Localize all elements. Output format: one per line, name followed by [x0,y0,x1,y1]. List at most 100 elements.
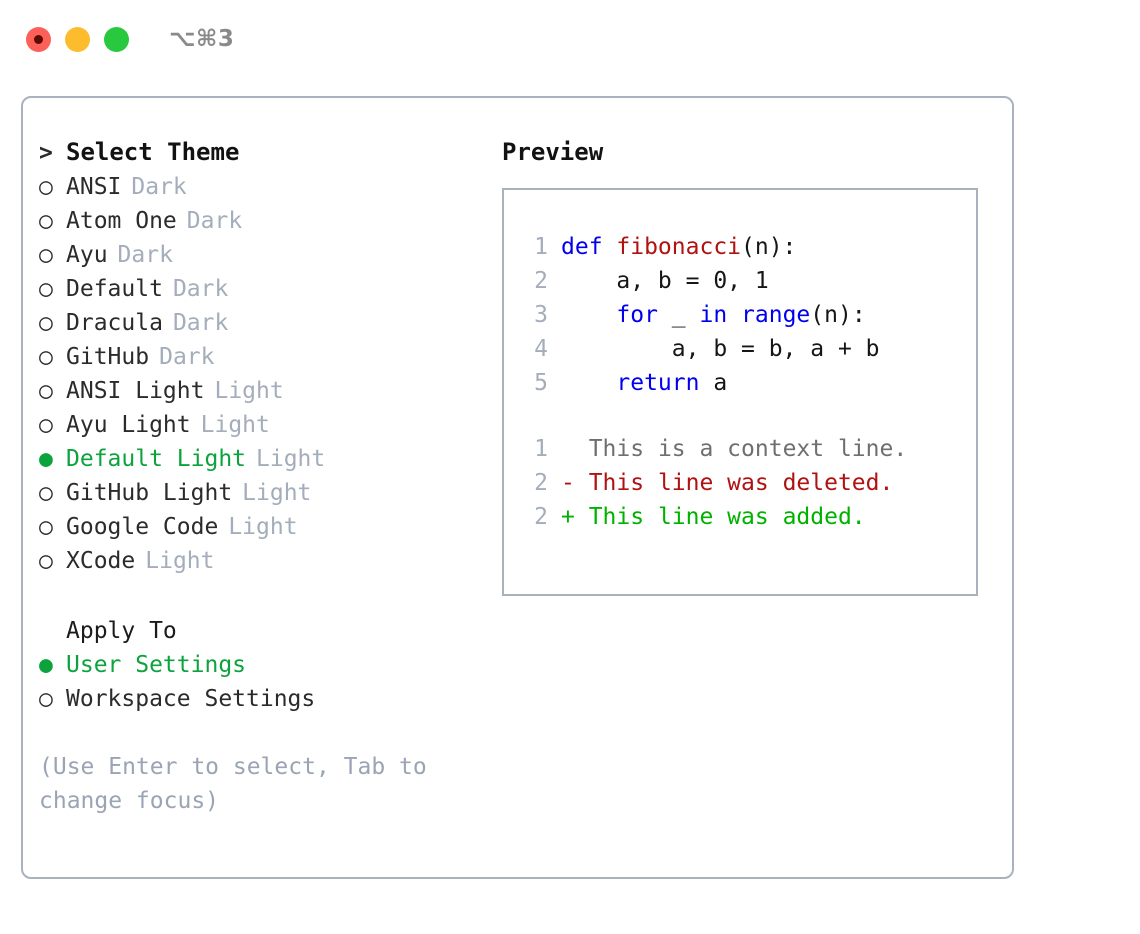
line-number: 1 [534,436,548,462]
title-bar: ⌥⌘3 [0,0,1140,78]
code-token: for [616,302,658,328]
theme-list-item[interactable]: ○ Google Code Light [39,514,479,548]
theme-category-label: Light [256,446,326,472]
radio-unselected-icon[interactable]: ○ [39,412,53,438]
apply-to-option[interactable]: ○ Workspace Settings [39,686,479,720]
code-token: a [699,370,728,396]
window-controls [26,26,129,52]
diff-sign: - [561,470,575,496]
theme-list-item[interactable]: ○ Atom One Dark [39,208,479,242]
theme-category-label: Light [242,480,312,506]
code-token: def [561,234,617,260]
theme-name-label: Ayu [66,242,108,268]
radio-unselected-icon[interactable]: ○ [39,242,53,268]
radio-unselected-icon[interactable]: ○ [39,686,53,712]
code-token: in [699,302,728,328]
radio-unselected-icon[interactable]: ○ [39,208,53,234]
diff-text: This is a context line. [574,436,908,462]
theme-category-label: Dark [159,344,215,370]
code-line: 2 a, b = 0, 1 [522,268,976,302]
apply-to-option[interactable]: ● User Settings [39,652,479,686]
line-number: 2 [534,470,548,496]
theme-list-item[interactable]: ○ Ayu Dark [39,242,479,276]
theme-list-item[interactable]: ○ ANSI Light Light [39,378,479,412]
theme-name-label: Ayu Light [66,412,191,438]
theme-category-label: Dark [131,174,187,200]
apply-to-title: Apply To [66,618,177,644]
minimize-button[interactable] [65,26,90,52]
diff-line: 2+ This line was added. [522,504,976,538]
code-line: 3 for _ in range(n): [522,302,976,336]
line-number: 3 [534,302,548,328]
code-token: (n): [741,234,797,260]
diff-line: 1 This is a context line. [522,436,976,470]
theme-name-label: Google Code [66,514,219,540]
theme-category-label: Dark [186,208,243,234]
radio-selected-icon[interactable]: ● [39,652,53,678]
code-token: return [616,370,700,396]
diff-line: 2- This line was deleted. [522,470,976,504]
diff-sign [561,436,575,462]
radio-unselected-icon[interactable]: ○ [39,344,53,370]
code-token: range [741,302,811,328]
diff-text: This line was deleted. [574,470,894,496]
theme-list-item[interactable]: ○ Dracula Dark [39,310,479,344]
cursor-prompt-icon: > [39,140,53,166]
diff-sign: + [561,504,575,530]
radio-unselected-icon[interactable]: ○ [39,480,53,506]
preview-title: Preview [502,138,604,166]
code-line: 4 a, b = b, a + b [522,336,976,370]
theme-category-label: Dark [117,242,173,268]
theme-category-label: Dark [172,310,229,336]
radio-unselected-icon[interactable]: ○ [39,378,53,404]
code-line: 5 return a [522,370,976,404]
code-token [727,302,741,328]
close-button[interactable] [26,26,51,52]
radio-unselected-icon[interactable]: ○ [39,310,53,336]
theme-name-label: Default [66,276,163,302]
code-token [561,302,616,328]
radio-unselected-icon[interactable]: ○ [39,548,53,574]
code-token: fibonacci [616,234,742,260]
theme-list-item[interactable]: ○ Default Dark [39,276,479,310]
maximize-button[interactable] [104,26,129,52]
select-theme-title: Select Theme [66,138,240,166]
theme-name-label: ANSI Light [66,378,205,404]
code-token: _ [657,302,700,328]
radio-unselected-icon[interactable]: ○ [39,514,53,540]
theme-name-label: Dracula [66,310,163,336]
diff-text: This line was added. [574,504,866,530]
line-number: 4 [534,336,548,362]
line-number: 5 [534,370,548,396]
apply-to-option-label: User Settings [66,652,247,678]
theme-category-label: Light [214,378,284,404]
code-token: (n): [810,302,866,328]
radio-selected-icon[interactable]: ● [39,446,53,472]
diff-sample: 1 This is a context line.2- This line wa… [522,436,976,538]
radio-unselected-icon[interactable]: ○ [39,276,53,302]
keyboard-hint-text: (Use Enter to select, Tab to change focu… [39,754,427,814]
theme-category-label: Light [228,514,298,540]
apply-to-section-header: Apply To [39,618,479,652]
line-number: 2 [534,268,548,294]
radio-unselected-icon[interactable]: ○ [39,174,53,200]
apply-to-options: ● User Settings ○ Workspace Settings [39,652,479,720]
theme-name-label: Atom One [66,208,177,234]
apply-to-option-label: Workspace Settings [66,686,316,712]
theme-category-label: Dark [172,276,229,302]
keyboard-shortcut-label: ⌥⌘3 [169,26,235,52]
